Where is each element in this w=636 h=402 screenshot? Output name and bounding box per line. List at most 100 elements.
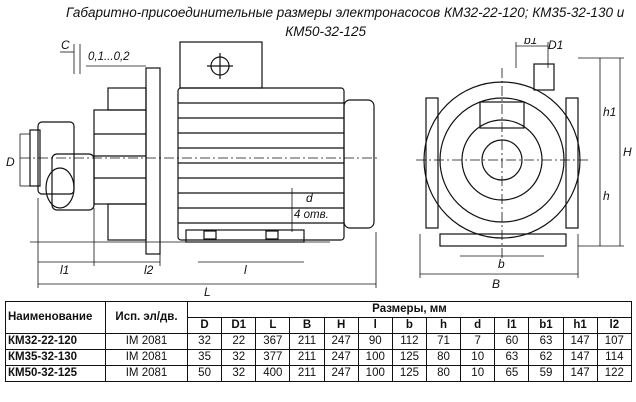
column-header: l2: [596, 317, 633, 334]
title-line-2: КМ50-32-125: [285, 24, 366, 39]
table-cell: 60: [494, 333, 530, 350]
row-version: IM 2081: [105, 365, 188, 382]
table-cell: 32: [221, 349, 257, 366]
table-cell: 211: [289, 349, 325, 366]
table-cell: 71: [425, 333, 462, 350]
table-cell: 32: [221, 365, 257, 382]
pump-dimension-drawing: C 0,1...0,2 D l1 l2 l L d 4 отв. b1 D1 h…: [6, 38, 632, 299]
row-name: КМ50-32-125: [5, 365, 106, 382]
column-header: B: [289, 317, 325, 334]
table-cell: 125: [391, 365, 427, 382]
table-cell: 400: [255, 365, 291, 382]
table-cell: 63: [528, 333, 564, 350]
column-header: l1: [494, 317, 530, 334]
row-name: КМ32-22-120: [5, 333, 106, 350]
terminal-box: [179, 41, 263, 89]
column-header: d: [460, 317, 496, 334]
table-cell: 63: [494, 349, 530, 366]
table-cell: 125: [391, 349, 427, 366]
label-H: H: [623, 145, 632, 159]
pump-coupling: [93, 109, 147, 205]
column-header: b: [391, 317, 427, 334]
label-l1: l1: [60, 263, 69, 277]
page-title: Габаритно-присоединительные размеры элек…: [66, 3, 632, 41]
table-cell: 247: [323, 349, 359, 366]
table-cell: 80: [425, 349, 462, 366]
table-cell: 367: [255, 333, 291, 350]
table-cell: 377: [255, 349, 291, 366]
table-cell: 65: [494, 365, 530, 382]
label-d: d: [306, 191, 313, 205]
title-line-1: Габаритно-присоединительные размеры элек…: [66, 5, 625, 20]
label-h1: h1: [603, 105, 616, 119]
label-l2: l2: [144, 263, 154, 277]
row-version: IM 2081: [105, 333, 188, 350]
table-cell: 147: [562, 365, 598, 382]
table-cell: 247: [323, 333, 359, 350]
table-cell: 35: [186, 349, 223, 366]
row-name: КМ35-32-130: [5, 349, 106, 366]
table-cell: 100: [357, 365, 393, 382]
table-header-row: Наименование Исп. эл/дв. Размеры, мм: [5, 301, 632, 334]
table-cell: 90: [357, 333, 393, 350]
header-dimensions: Размеры, мм: [187, 301, 632, 318]
pump-lantern: [107, 203, 147, 241]
table-cell: 100: [357, 349, 393, 366]
front-flange-left: [425, 97, 439, 229]
table-cell: 211: [289, 333, 325, 350]
label-C: C: [61, 38, 70, 52]
column-header: L: [255, 317, 291, 334]
table-cell: 211: [289, 365, 325, 382]
table-cell: 32: [186, 333, 223, 350]
table-cell: 10: [460, 365, 496, 382]
pump-flange: [145, 67, 161, 255]
label-holes: 4 отв.: [294, 209, 329, 221]
table-cell: 80: [425, 365, 462, 382]
front-flange-right: [565, 97, 579, 229]
label-B: B: [492, 277, 500, 291]
column-header: l: [357, 317, 393, 334]
motor-fan-cover: [343, 99, 375, 229]
label-b1: b1: [524, 38, 537, 47]
pump-volute: [45, 167, 75, 209]
foot-hole: [265, 230, 279, 240]
header-name: Наименование: [5, 301, 106, 334]
label-gap: 0,1...0,2: [88, 51, 130, 63]
label-D: D: [6, 155, 15, 169]
table-cell: 147: [562, 333, 598, 350]
header-version: Исп. эл/дв.: [105, 301, 188, 334]
label-L: L: [204, 285, 211, 299]
table-cell: 114: [596, 349, 633, 366]
row-version: IM 2081: [105, 349, 188, 366]
pump-casing: [51, 153, 95, 211]
column-header: h1: [562, 317, 598, 334]
table-cell: 50: [186, 365, 223, 382]
table-cell: 112: [391, 333, 427, 350]
table-cell: 7: [460, 333, 496, 350]
label-b: b: [498, 257, 505, 271]
table-cell: 62: [528, 349, 564, 366]
column-header: h: [425, 317, 462, 334]
label-h: h: [603, 189, 610, 203]
table-cell: 59: [528, 365, 564, 382]
column-header: b1: [528, 317, 564, 334]
front-foot: [439, 233, 567, 247]
column-header: D: [186, 317, 223, 334]
column-header: H: [323, 317, 359, 334]
label-D1: D1: [548, 38, 563, 52]
column-header: D1: [221, 317, 257, 334]
pump-lantern: [107, 87, 147, 111]
table-cell: 247: [323, 365, 359, 382]
table-cell: 22: [221, 333, 257, 350]
table-cell: 10: [460, 349, 496, 366]
foot-hole: [203, 230, 217, 240]
table-cell: 122: [596, 365, 633, 382]
front-terminal-box: [533, 63, 555, 91]
table-cell: 147: [562, 349, 598, 366]
label-l: l: [244, 263, 247, 277]
